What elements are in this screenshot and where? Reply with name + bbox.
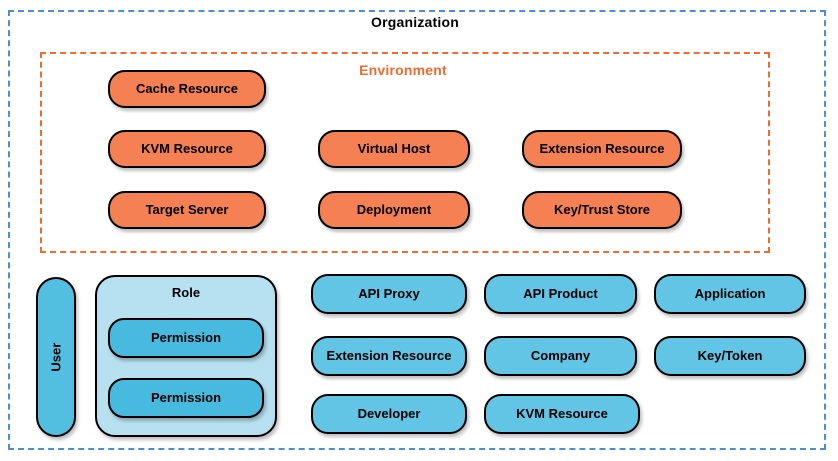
org-node-extension-resource: Extension Resource xyxy=(311,336,467,376)
org-node-user: User xyxy=(36,277,76,437)
env-node-key-trust-store: Key/Trust Store xyxy=(522,191,682,229)
env-node-kvm-resource: KVM Resource xyxy=(108,130,266,168)
env-node-deployment: Deployment xyxy=(318,191,470,229)
org-node-application: Application xyxy=(654,274,806,314)
org-node-api-product: API Product xyxy=(484,274,637,314)
role-label: Role xyxy=(171,285,201,300)
org-node-developer: Developer xyxy=(311,394,467,434)
user-label: User xyxy=(47,342,63,372)
org-node-kvm-resource: KVM Resource xyxy=(484,394,640,434)
org-node-key-token: Key/Token xyxy=(654,336,806,376)
org-node-permission-2: Permission xyxy=(108,378,264,418)
organization-container xyxy=(8,10,826,450)
org-node-company: Company xyxy=(484,336,637,376)
organization-title: Organization xyxy=(371,14,459,30)
org-node-permission-1: Permission xyxy=(108,318,264,358)
env-node-virtual-host: Virtual Host xyxy=(318,130,470,168)
env-node-extension-resource: Extension Resource xyxy=(522,130,682,168)
env-node-target-server: Target Server xyxy=(108,191,266,229)
org-node-api-proxy: API Proxy xyxy=(311,274,467,314)
environment-title: Environment xyxy=(359,62,447,78)
env-node-cache-resource: Cache Resource xyxy=(108,70,266,108)
environment-container xyxy=(40,52,770,253)
